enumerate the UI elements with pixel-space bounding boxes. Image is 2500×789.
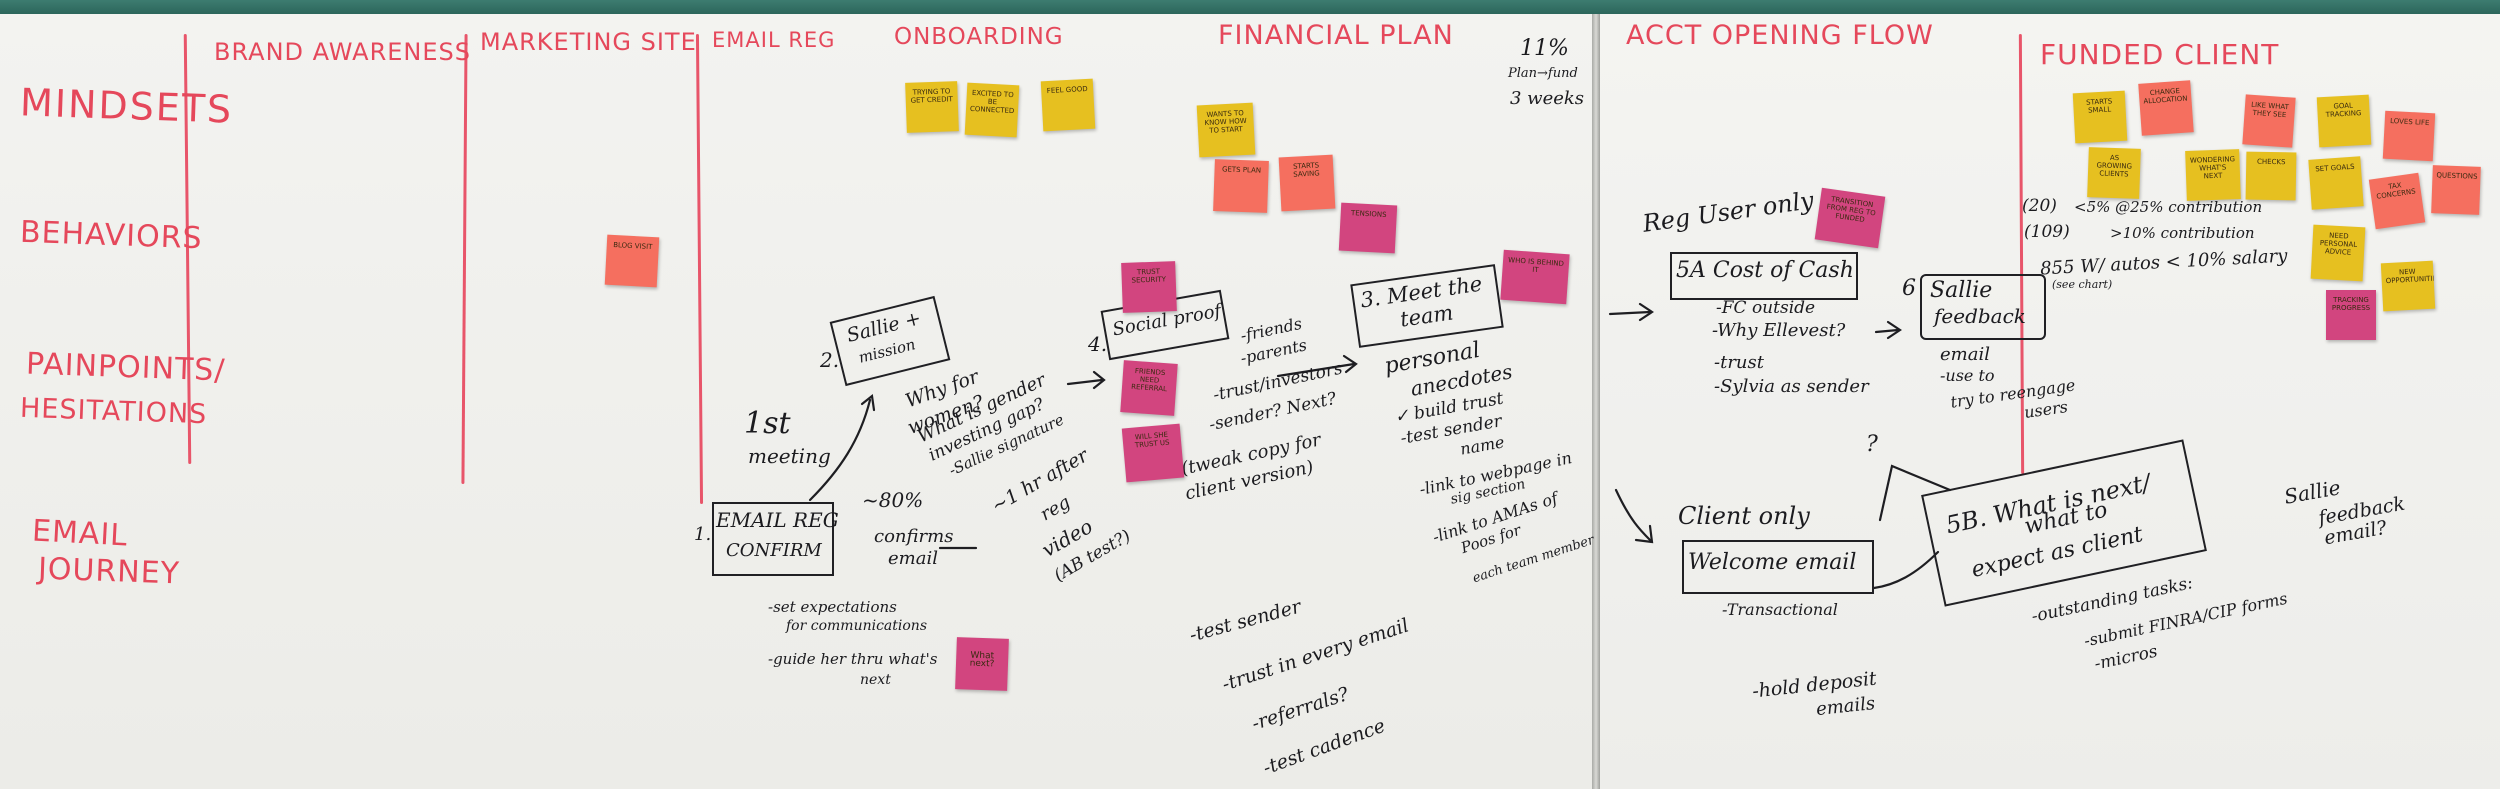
sticky-note: LIKE WHAT THEY SEE <box>2242 94 2296 148</box>
cost-of-cash: 5A Cost of Cash <box>1676 258 1854 283</box>
welcome-email-box <box>1682 540 1874 594</box>
sticky-note: GETS PLAN <box>1213 159 1269 213</box>
sticky-note: BLOG VISIT <box>604 234 660 288</box>
column-header-onboarding: ONBOARDING <box>894 24 1064 50</box>
sticky-note: QUESTIONS <box>2431 165 2481 215</box>
sticky-note: EXCITED TO BE CONNECTED <box>964 82 1020 138</box>
step-6-number: 6 <box>1902 276 1916 301</box>
question-mark: ? <box>1866 432 1878 457</box>
first-meeting-2: meeting <box>748 444 831 468</box>
column-header-acct-opening-flow: ACCT OPENING FLOW <box>1626 20 1934 51</box>
sticky-note: LOVES LIFE <box>2382 110 2436 162</box>
step-1-number: 1. <box>694 524 712 545</box>
sticky-note: SET GOALS <box>2308 156 2364 210</box>
welcome-email: Welcome email <box>1688 550 1857 575</box>
sallie-feedback-box <box>1920 274 2046 340</box>
sticky-note: WANTS TO KNOW HOW TO START <box>1196 102 1256 158</box>
confirms-email-2: email <box>888 548 938 569</box>
sticky-note: FEEL GOOD <box>1040 78 1096 132</box>
guide-her-2: next <box>860 672 891 688</box>
set-expectations-2: for communications <box>786 618 928 634</box>
sticky-note: TRACKING PROGRESS <box>2326 290 2376 340</box>
sticky-note: TENSIONS <box>1338 202 1398 254</box>
sallie-feedback-2: feedback <box>1934 304 2026 328</box>
column-header-email-reg: EMAIL REG <box>712 28 836 52</box>
whiteboard-frame <box>0 0 2500 14</box>
column-header-financial-plan: FINANCIAL PLAN <box>1218 20 1454 51</box>
sticky-note: GOAL TRACKING <box>2316 94 2372 148</box>
sticky-note: WHO IS BEHIND IT <box>1500 249 1570 305</box>
arrow-down-client <box>1614 488 1652 542</box>
sticky-note: AS GROWING CLIENTS <box>2087 147 2141 199</box>
guide-her-1: -guide her thru what's <box>768 650 938 668</box>
gt-10-percent: >10% contribution <box>2110 224 2255 242</box>
step-4-number: 4. <box>1088 332 1108 356</box>
trust: -trust <box>1714 352 1764 373</box>
confirm-label: CONFIRM <box>726 540 822 561</box>
arrow-right-1 <box>1608 310 1652 316</box>
stat-plan-to-fund: Plan→fund <box>1508 66 1578 81</box>
email-note: email <box>1940 344 1990 365</box>
sallie-feedback-1: Sallie <box>1930 278 1993 303</box>
first-meeting-1: 1st <box>744 406 791 441</box>
cost-of-cash-box <box>1670 252 1858 300</box>
stat-eleven-percent: 11% <box>1520 36 1569 61</box>
sticky-note: NEED PERSONAL ADVICE <box>2310 224 2366 282</box>
fc-outside: -FC outside <box>1716 298 1816 318</box>
sticky-note: TRUST SECURITY <box>1121 261 1177 313</box>
sticky-note: STARTS SMALL <box>2072 90 2128 144</box>
sticky-note: TRYING TO GET CREDIT <box>905 81 959 133</box>
arrow-to-meet-team <box>1276 362 1356 378</box>
column-header-funded-client: FUNDED CLIENT <box>2040 38 2280 71</box>
lt-5-percent: <5% @25% contribution <box>2074 198 2263 216</box>
line-welcome-to-5b <box>1872 550 1940 590</box>
arrow-email-to-sallie <box>808 398 872 502</box>
confirms-email-1: confirms <box>874 526 954 547</box>
sticky-note: CHANGE ALLOCATION <box>2138 80 2194 136</box>
whiteboard-left <box>0 14 1592 789</box>
sticky-note: FRIENDS NEED REFERRAL <box>1120 360 1178 416</box>
use-to: -use to <box>1940 366 1995 385</box>
email-reg-label: EMAIL REG <box>716 508 839 532</box>
arrow-to-sallie-feedback <box>1874 328 1900 334</box>
stat-three-weeks: 3 weeks <box>1510 88 1585 109</box>
email-reg-confirm-box <box>712 502 834 576</box>
column-header-marketing-site: MARKETING SITE <box>480 28 697 56</box>
sticky-note: TRANSITION FROM REG TO FUNDED <box>1814 187 1886 249</box>
client-only: Client only <box>1678 502 1810 530</box>
set-expectations-1: -set expectations <box>768 598 897 616</box>
sticky-note: TAX CONCERNS <box>2368 172 2426 230</box>
arrow-to-social-proof <box>1066 378 1104 386</box>
see-chart: (see chart) <box>2052 278 2113 291</box>
count-20: (20) <box>2022 196 2057 216</box>
sticky-note: WONDERING WHAT'S NEXT <box>2185 149 2241 201</box>
sticky-note: WILL SHE TRUST US <box>1121 423 1185 483</box>
eighty-percent: ~80% <box>862 488 924 512</box>
sticky-note: CHECKS <box>2245 151 2297 201</box>
whiteboard-seam <box>1592 14 1600 789</box>
transactional: -Transactional <box>1722 600 1838 619</box>
sticky-note: NEW OPPORTUNITIES <box>2380 260 2436 312</box>
branch-question <box>1878 464 1952 522</box>
step-2-number: 2. <box>820 348 840 372</box>
count-109: (109) <box>2024 222 2070 242</box>
sticky-note: STARTS SAVING <box>1278 154 1336 212</box>
column-header-brand-awareness: BRAND AWARENESS <box>214 38 472 66</box>
sylvia-as-sender: -Sylvia as sender <box>1714 376 1869 397</box>
why-ellevest: -Why Ellevest? <box>1712 320 1846 341</box>
sticky-note: What next? <box>955 637 1009 691</box>
